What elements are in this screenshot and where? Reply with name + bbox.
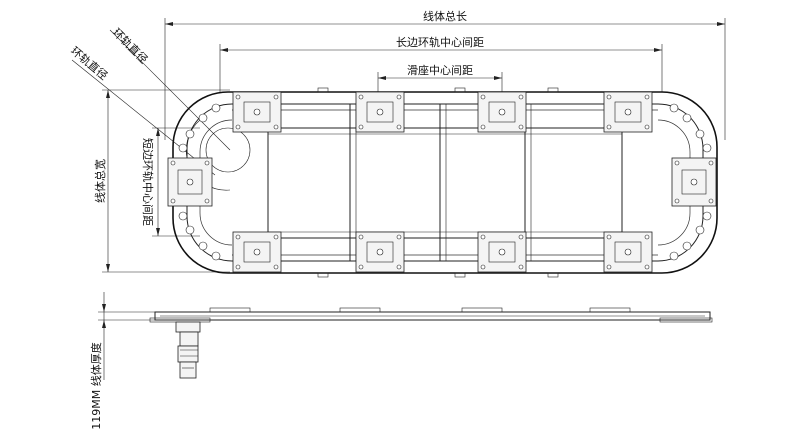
- slider-top-1: [232, 91, 282, 133]
- dim-total-length: 线体总长: [164, 9, 726, 140]
- slider-bottom-2: [355, 231, 405, 273]
- ring-diameter-label-2: 环轨直径: [68, 44, 111, 83]
- total-width-label: 线体总宽: [93, 159, 107, 203]
- slider-right: [671, 157, 717, 207]
- dim-slider-center: 滑座中心间距: [377, 63, 503, 96]
- dim-total-width: 线体总宽: [93, 89, 230, 273]
- track-side-view: [149, 307, 713, 379]
- thickness-label: 119MM 线体厚度: [89, 342, 103, 429]
- slider-top-4: [603, 91, 653, 133]
- ring-diameter-label-1: 环轨直径: [110, 25, 151, 66]
- corner-rollers: [178, 103, 712, 261]
- short-side-center-label: 短边环轨中心间距: [141, 138, 155, 226]
- slider-bottom-1: [232, 231, 282, 273]
- slider-left: [167, 157, 213, 207]
- slider-plates: [167, 91, 717, 273]
- slider-top-2: [355, 91, 405, 133]
- motor-assembly: [175, 321, 201, 379]
- slider-top-3: [477, 91, 527, 133]
- slider-bottom-4: [603, 231, 653, 273]
- slider-center-label: 滑座中心间距: [407, 63, 473, 77]
- total-length-label: 线体总长: [423, 9, 467, 23]
- slider-bottom-3: [477, 231, 527, 273]
- dim-thickness: 119MM 线体厚度: [89, 292, 155, 430]
- dim-long-side-center: 长边环轨中心间距: [219, 35, 663, 92]
- long-side-center-label: 长边环轨中心间距: [396, 35, 484, 49]
